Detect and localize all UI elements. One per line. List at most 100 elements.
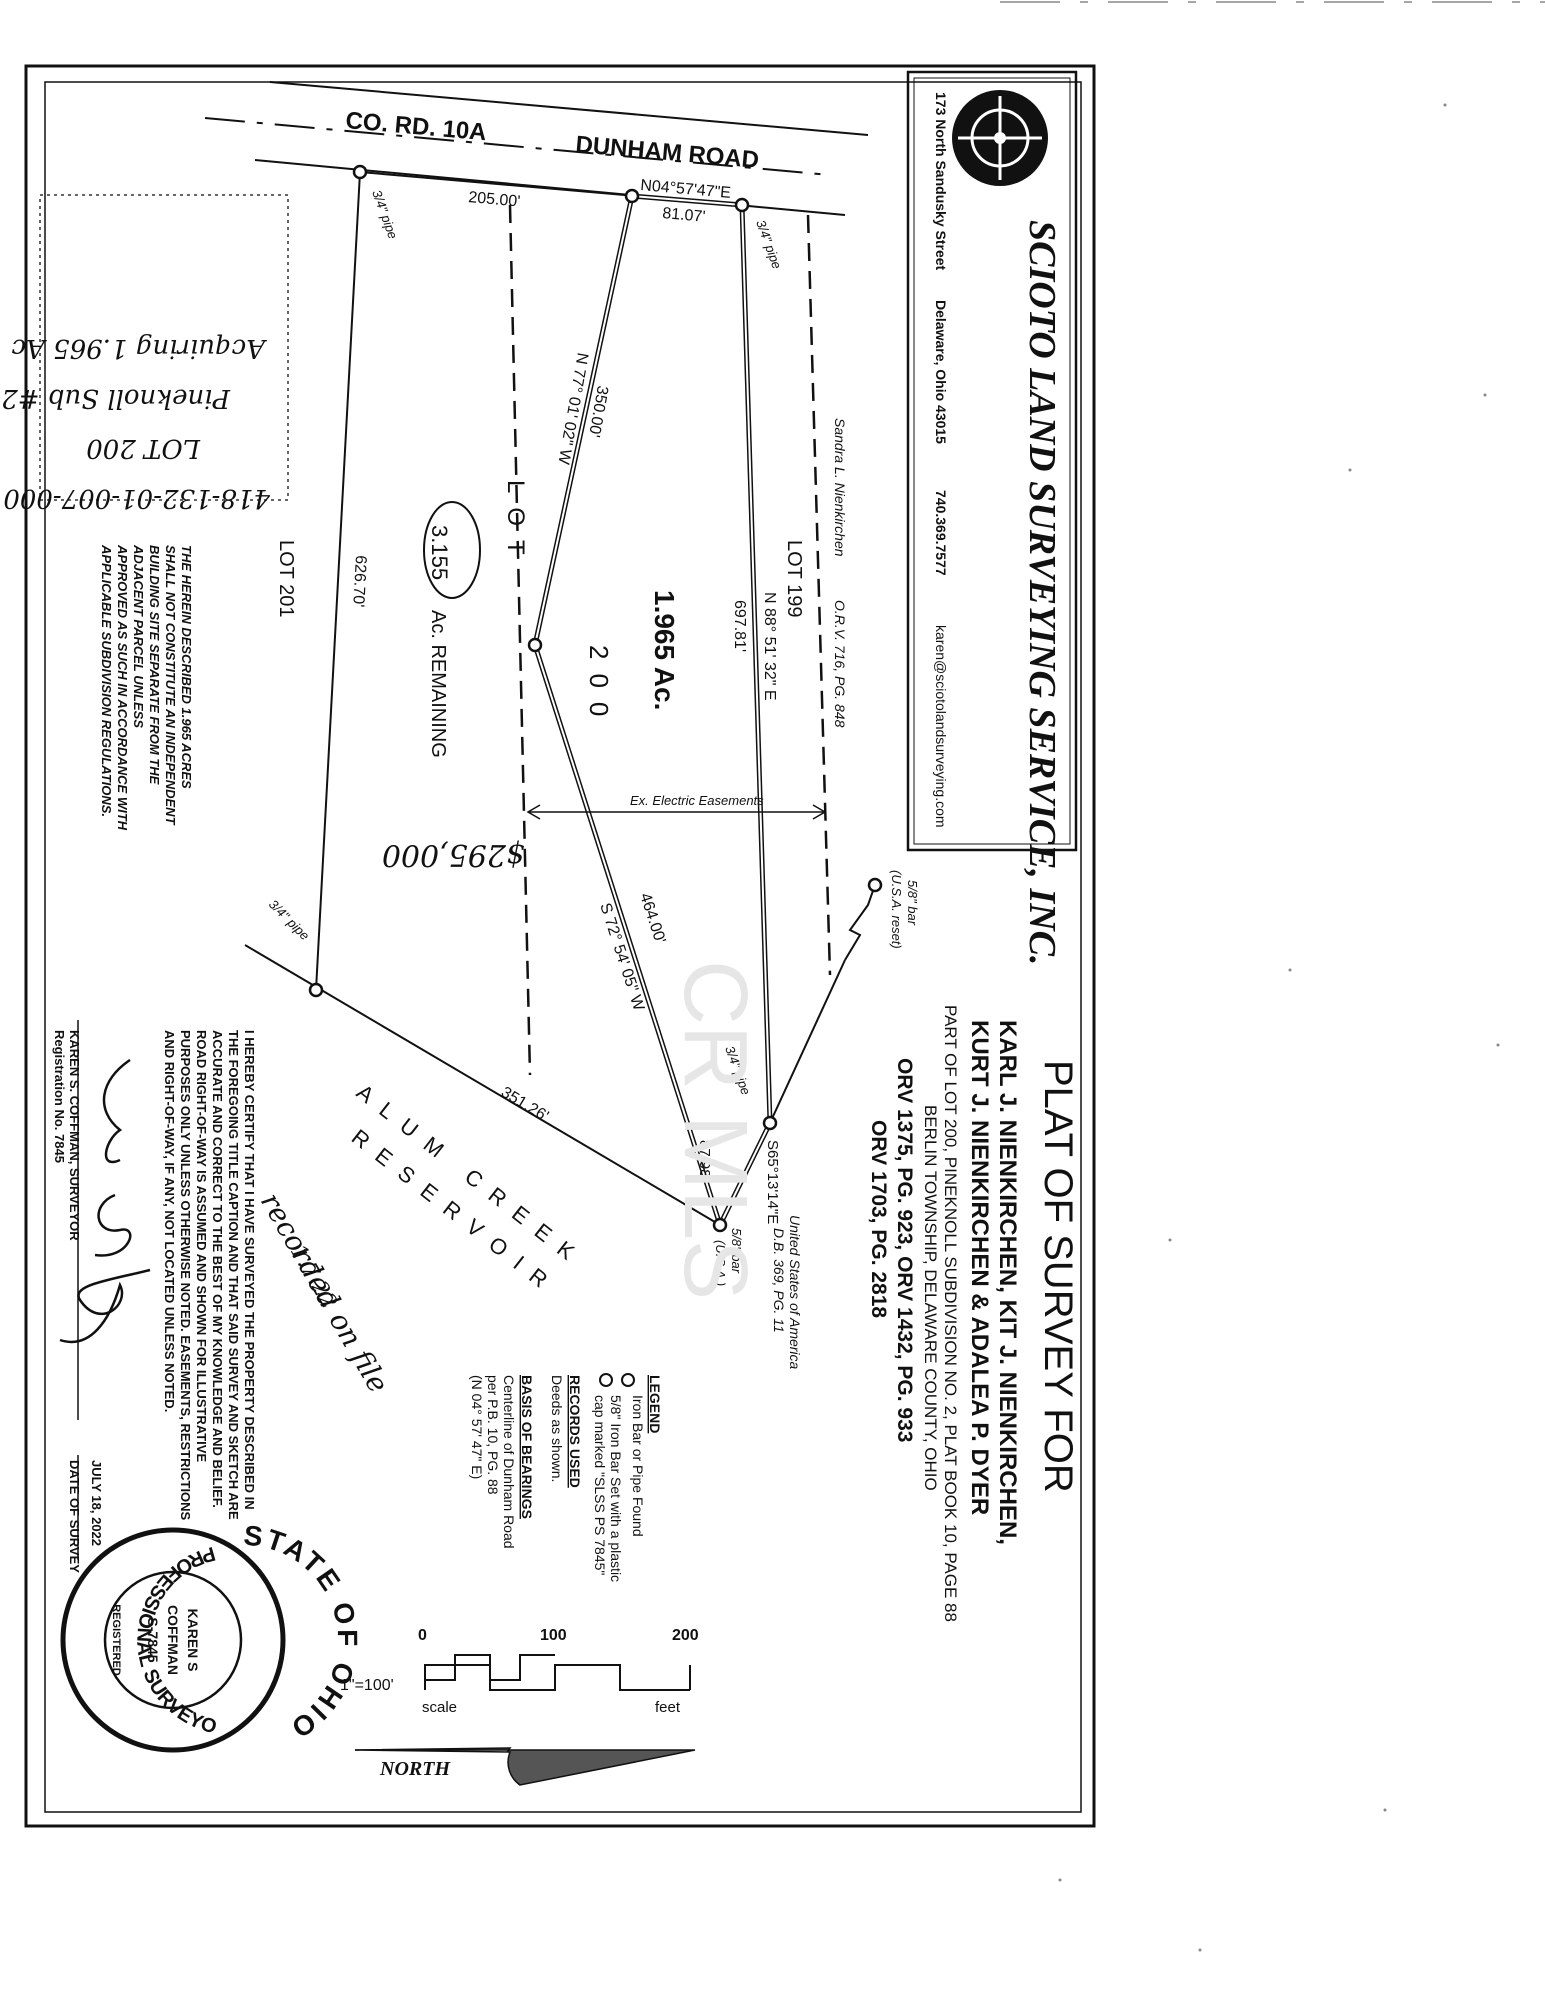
title-orv-1: ORV 1375, PG. 923, ORV 1432, PG. 933 — [893, 1058, 916, 1442]
cert-line: ROAD RIGHT-OF-WAY IS ASSUMED AND SHOWN F… — [194, 1030, 209, 1462]
records-heading: RECORDS USED — [567, 1375, 583, 1488]
bar-usa-label: 5/8" bar — [729, 1228, 744, 1274]
north-label: NORTH — [379, 1758, 451, 1780]
pipe-marker — [352, 164, 368, 180]
note-acquiring: Acquiring 1.965 Ac — [11, 333, 267, 363]
remaining-label: Ac. REMAINING — [427, 610, 449, 758]
disclaimer-line: THE HEREIN DESCRIBED 1.965 ACRES — [179, 545, 194, 789]
cert-line: I HEREBY CERTIFY THAT I HAVE SURVEYED TH… — [242, 1030, 257, 1510]
surveyor-name: KAREN S. COFFMAN, SURVEYOR — [67, 1030, 82, 1241]
scale-label: scale — [422, 1699, 457, 1716]
note-subdivision: Pineknoll Sub #2 — [1, 383, 231, 413]
seal-name-1: KAREN S — [185, 1608, 201, 1671]
surveyor-seal: STATE OF OHIO KAREN S COFFMAN S-7845 REG… — [60, 1460, 1545, 1753]
legend-found-icon — [621, 1373, 635, 1387]
handwritten-parcel-note: 418-132-01-007-000 LOT 200 Pineknoll Sub… — [1, 194, 289, 513]
basis-line-2: per P.B. 10, PG. 88 — [485, 1375, 501, 1495]
owner-lot-199: Sandra L. Nienkirchen — [832, 418, 848, 557]
lot-number: 200 — [584, 645, 614, 730]
dist-351: 351.26' — [498, 1084, 551, 1125]
pipe-marker — [527, 637, 543, 653]
disclaimer-line: APPLICABLE SUBDIVISION REGULATIONS. — [99, 544, 114, 817]
note-lot: LOT 200 — [86, 433, 201, 463]
company-city: Delaware, Ohio 43015 — [933, 300, 949, 444]
lot-201-label: LOT 201 — [275, 540, 297, 617]
dunham-road: CO. RD. 10A DUNHAM ROAD — [204, 81, 869, 216]
remaining-area: 3.155 — [427, 525, 452, 580]
pipe-label-sw: 3/4" pipe — [266, 897, 313, 944]
pipe-marker — [624, 188, 640, 204]
bar-marker — [867, 877, 883, 893]
cert-line: PURPOSES ONLY UNLESS OTHERWISE NOTED. EA… — [178, 1030, 193, 1521]
scale-tick-100: 100 — [540, 1627, 567, 1644]
road-name-label: DUNHAM ROAD — [574, 131, 760, 174]
scale-tick-200: 200 — [672, 1627, 699, 1644]
lot-word: LOT — [502, 480, 529, 569]
records-text: Deeds as shown. — [549, 1375, 565, 1482]
surveyor-registration: Registration No. 7845 — [52, 1030, 67, 1163]
scale-unit: feet — [655, 1699, 681, 1716]
title-names-2: KURT J. NIENKIRCHEN & ADALEA P. DYER — [966, 1020, 993, 1515]
plat-border — [24, 64, 1096, 1828]
dist-87: 87.98' — [696, 1140, 713, 1181]
boundary-lines — [244, 171, 876, 1227]
basis-line-3: (N 04° 57' 47" E) — [469, 1375, 485, 1479]
note-parcel-number: 418-132-01-007-000 — [3, 483, 271, 513]
bar-reset-label: 5/8" bar — [905, 880, 920, 926]
dist-464: 464.00' — [636, 891, 668, 946]
legend-item-set-2: cap marked "SLSS PS 7845" — [592, 1395, 608, 1575]
usa-owner-ref: D.B. 369, PG. 11 — [771, 1228, 787, 1333]
cert-line: ACCURATE AND CORRECT TO THE BEST OF MY K… — [210, 1030, 225, 1508]
dist-697: 697.81' — [731, 600, 748, 652]
disclaimer-line: APPROVED AS SUCH IN ACCORDANCE WITH — [115, 544, 130, 831]
north-arrow: NORTH — [354, 1747, 696, 1786]
seal-state: STATE OF OHIO — [242, 1520, 363, 1746]
owner-lot-199-ref: O.R.V. 716, PG. 848 — [832, 600, 848, 728]
survey-date-label: DATE OF SURVEY — [67, 1460, 82, 1573]
road-county-label: CO. RD. 10A — [344, 107, 487, 146]
easement-label: Ex. Electric Easements — [630, 793, 764, 808]
disclaimer-line: BUILDING SITE SEPARATE FROM THE — [147, 545, 162, 785]
pipe-marker — [762, 1115, 778, 1131]
company-email: karen@sciotolandsurveying.com — [933, 625, 949, 828]
survey-monuments — [308, 164, 883, 1233]
bearing-n88: N 88° 51' 32" E — [761, 592, 778, 701]
pipe-marker — [308, 982, 324, 998]
remaining-area-circle — [423, 501, 481, 599]
title-desc-2: BERLIN TOWNSHIP, DELAWARE COUNTY, OHIO — [921, 1105, 940, 1491]
dist-626: 626.70' — [349, 555, 369, 608]
certification: I HEREBY CERTIFY THAT I HAVE SURVEYED TH… — [162, 1030, 257, 1521]
title-heading: PLAT OF SURVEY FOR — [1036, 1060, 1080, 1493]
company-phone: 740.369.7577 — [933, 490, 949, 576]
reservoir-label-1: ALUM CREEK — [352, 1079, 590, 1273]
scale-bar: 1"=100' 0 100 200 scale feet — [340, 1627, 699, 1716]
bar-reset-label-2: (U.S.A. reset) — [889, 870, 904, 949]
legend-set-icon — [599, 1373, 613, 1387]
scan-specks — [1058, 103, 1500, 1952]
handwritten-price: $295,000 — [382, 837, 525, 872]
usa-owner: United States of America — [787, 1215, 803, 1370]
disclaimer-note: THE HEREIN DESCRIBED 1.965 ACRES SHALL N… — [99, 544, 194, 831]
basis-heading: BASIS OF BEARINGS — [519, 1375, 535, 1519]
title-names-1: KARL J. NIENKIRCHEN, KIT J. NIENKIRCHEN, — [994, 1020, 1021, 1545]
pipe-marker — [734, 197, 750, 213]
scale-ratio: 1"=100' — [340, 1677, 394, 1694]
disclaimer-line: SHALL NOT CONSTITUTE AN INDEPENDENT — [163, 545, 178, 826]
company-name: SCIOTO LAND SURVEYING SERVICE, INC. — [1021, 220, 1063, 965]
seal-state-path: STATE OF OHIO — [242, 1520, 363, 1746]
cert-line: THE FOREGOING TITLE CAPTION AND THAT SAI… — [226, 1030, 241, 1520]
legend: LEGEND Iron Bar or Pipe Found 5/8" Iron … — [469, 1373, 663, 1582]
title-desc-1: PART OF LOT 200, PINEKNOLL SUBDIVISION N… — [941, 1005, 960, 1622]
bearing-s65: S65°13'14"E — [764, 1140, 781, 1224]
seal-name-2: COFFMAN — [165, 1605, 181, 1675]
company-logo — [952, 90, 1048, 186]
basis-line-1: Centerline of Dunham Road — [501, 1375, 517, 1549]
disclaimer-line: ADJACENT PARCEL UNLESS — [131, 544, 146, 728]
plat-title: PLAT OF SURVEY FOR KARL J. NIENKIRCHEN, … — [867, 1005, 1080, 1622]
seal-number: S-7845 — [145, 1617, 161, 1662]
surveyor-signature — [59, 1058, 151, 1344]
dist-81: 81.07' — [662, 205, 706, 226]
pipe-label-nw: 3/4" pipe — [369, 188, 401, 241]
plat-border-inner — [44, 81, 1082, 1813]
